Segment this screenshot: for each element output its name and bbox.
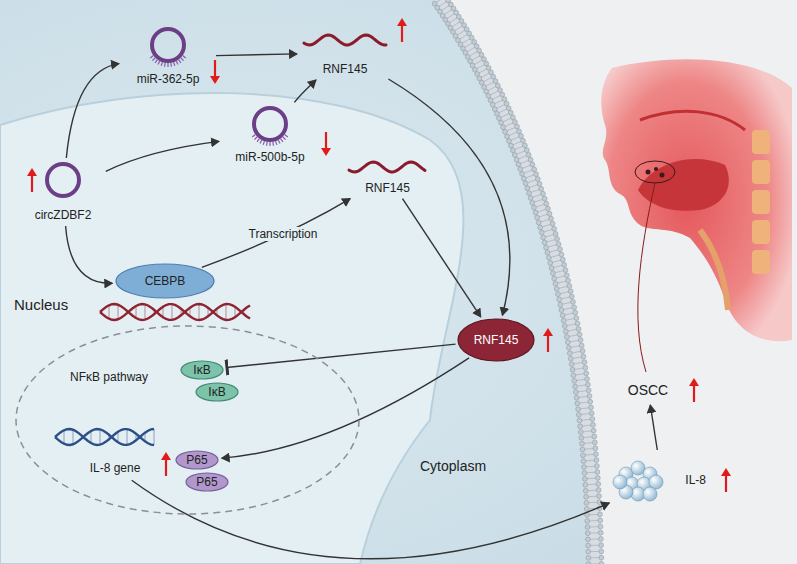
protein-ellipse: CEBPB: [115, 263, 215, 299]
node-text: RNF145: [323, 62, 368, 76]
arrow-connector: [202, 199, 350, 268]
node-text: IκB: [193, 363, 210, 377]
nucleus: [0, 93, 463, 564]
change-arrows: [27, 18, 731, 492]
extracellular: [440, 0, 797, 564]
node-text: P65: [196, 475, 217, 489]
p65-protein: P65: [175, 450, 219, 470]
arrow-connector: [388, 79, 509, 315]
gene-label: IL-8 gene: [77, 457, 153, 479]
arrow-connector: [222, 358, 469, 458]
membrane: [440, 0, 595, 564]
arrow-connector: [66, 64, 119, 158]
node-text: NFκB pathway: [70, 370, 148, 384]
mrna: RNF145: [300, 28, 390, 78]
ikb-protein: IκB: [195, 382, 239, 402]
ikb-protein: IκB: [180, 360, 224, 380]
arrow-connector: [403, 199, 481, 317]
node-text: circZDBF2: [35, 208, 92, 222]
node-text: IL-8 gene: [90, 461, 141, 475]
mirna: miR-362-5p: [122, 25, 214, 88]
edge-label: Transcription: [247, 227, 320, 241]
pathway-region: NFκB pathwayIκBIκBP65P65IL-8 gene: [15, 325, 360, 515]
head-illustration: [601, 59, 792, 372]
arrow-connector: [650, 405, 657, 450]
arrow-connector: [216, 54, 297, 56]
arrow-connector: [132, 480, 610, 559]
p65-protein: P65: [185, 472, 229, 492]
inhibit-connector: [227, 344, 456, 367]
mirna: miR-500b-5p: [222, 104, 318, 166]
protein-ellipse: RNF145: [457, 318, 535, 362]
node-text: miR-500b-5p: [235, 150, 304, 164]
node-text: IL-8: [685, 473, 706, 487]
region-label: Cytoplasm: [420, 458, 486, 474]
node-shape: [15, 325, 360, 515]
node-text: miR-362-5p: [137, 72, 200, 86]
circrna: circZDBF2: [22, 160, 104, 224]
node-text: P65: [186, 453, 207, 467]
mrna: RNF145: [345, 155, 430, 197]
arrow-connector: [106, 141, 219, 171]
node-text: RNF145: [474, 333, 519, 347]
node-text: OSCC: [628, 382, 668, 399]
node-text: CEBPB: [145, 274, 186, 288]
dna-helix: [55, 304, 250, 445]
disease-label: OSCC: [618, 378, 678, 402]
arrow-connector: [66, 226, 113, 283]
arrow-connector: [294, 80, 316, 102]
region-label: Nucleus: [14, 296, 68, 313]
cytokine: IL-8: [612, 452, 712, 508]
node-text: IκB: [208, 385, 225, 399]
node-text: RNF145: [365, 181, 410, 195]
